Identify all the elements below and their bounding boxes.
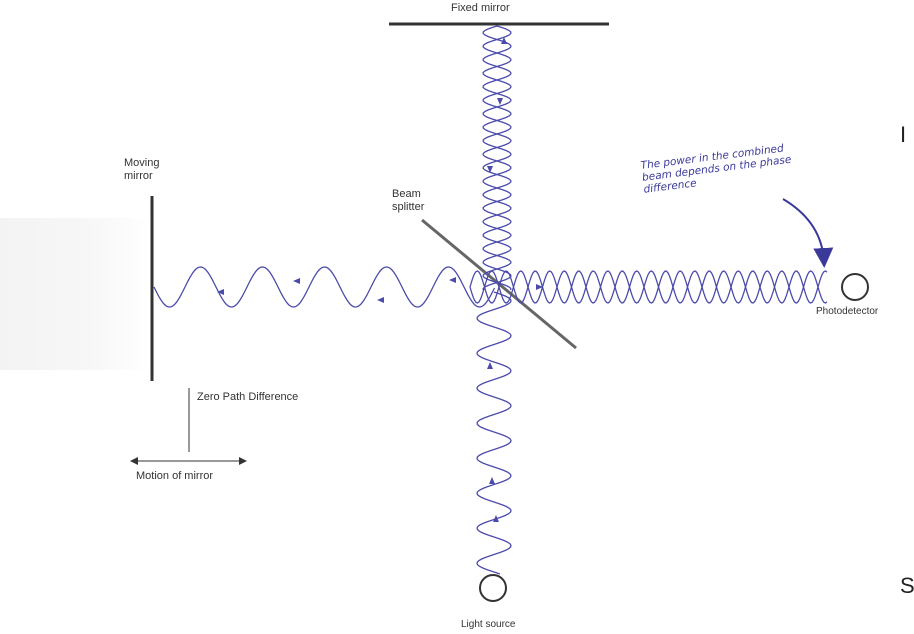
wave-arrow	[501, 37, 507, 44]
edge-text-bottom: S	[900, 573, 914, 598]
wave-direction-arrows	[217, 37, 543, 522]
light-source-label: Light source	[461, 619, 516, 630]
light-source	[479, 574, 507, 602]
photodetector	[841, 273, 869, 301]
wave-arrow	[489, 477, 495, 484]
wave-arrow	[487, 362, 493, 369]
wave-arrow	[449, 277, 456, 283]
wave-arrow	[293, 278, 300, 284]
wave-arrow	[493, 515, 499, 522]
horizontal-wave-moving-arm	[153, 266, 496, 308]
motion-label: Motion of mirror	[136, 470, 214, 482]
wave-arrow	[487, 166, 493, 173]
fixed-mirror-label: Fixed mirror	[451, 2, 510, 14]
note-arrow	[782, 198, 834, 268]
light-waves	[153, 25, 828, 575]
wave-arrow	[497, 98, 503, 105]
beam-splitter-label: Beam splitter	[392, 188, 425, 213]
zero-path-label: Zero Path Difference	[197, 391, 299, 403]
edge-text-top: I	[900, 122, 907, 147]
wave-arrow	[536, 284, 543, 290]
beam-splitter	[421, 218, 577, 350]
vertical-wave-source	[476, 291, 512, 575]
photodetector-label: Photodetector	[816, 306, 879, 317]
vertical-wave-fixed-arm-b	[482, 25, 512, 290]
horizontal-wave-detector-b	[469, 270, 828, 304]
wave-arrow	[377, 297, 384, 303]
moving-mirror-label: Moving mirror	[124, 157, 160, 182]
wave-arrow	[217, 289, 224, 295]
left-background-panel	[0, 218, 150, 370]
horizontal-wave-detector-a	[469, 270, 828, 304]
vertical-wave-fixed-arm-a	[482, 25, 512, 290]
